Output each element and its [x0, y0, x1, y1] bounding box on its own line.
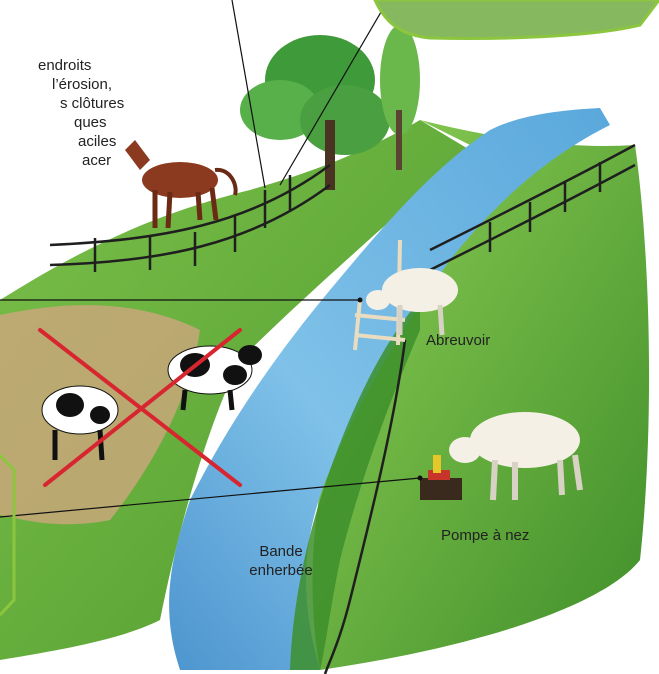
label-bande-enherbee: Bande enherbée: [245, 542, 317, 580]
note-line: ques: [0, 113, 170, 132]
label-pompe-a-nez: Pompe à nez: [441, 526, 529, 545]
note-line: endroits: [0, 56, 170, 75]
callout-dot: [418, 476, 423, 481]
erosion-note: endroits l’érosion, s clôtures ques acil…: [0, 56, 170, 170]
note-line: l’érosion,: [0, 75, 170, 94]
note-line: aciles: [0, 132, 170, 151]
note-line: acer: [0, 151, 170, 170]
inset-photo-frame: [375, 0, 659, 38]
note-line: s clôtures: [0, 94, 170, 113]
label-abreuvoir: Abreuvoir: [426, 331, 490, 350]
label-bande-line2: enherbée: [245, 561, 317, 580]
callout-dot: [358, 298, 363, 303]
label-bande-line1: Bande: [245, 542, 317, 561]
